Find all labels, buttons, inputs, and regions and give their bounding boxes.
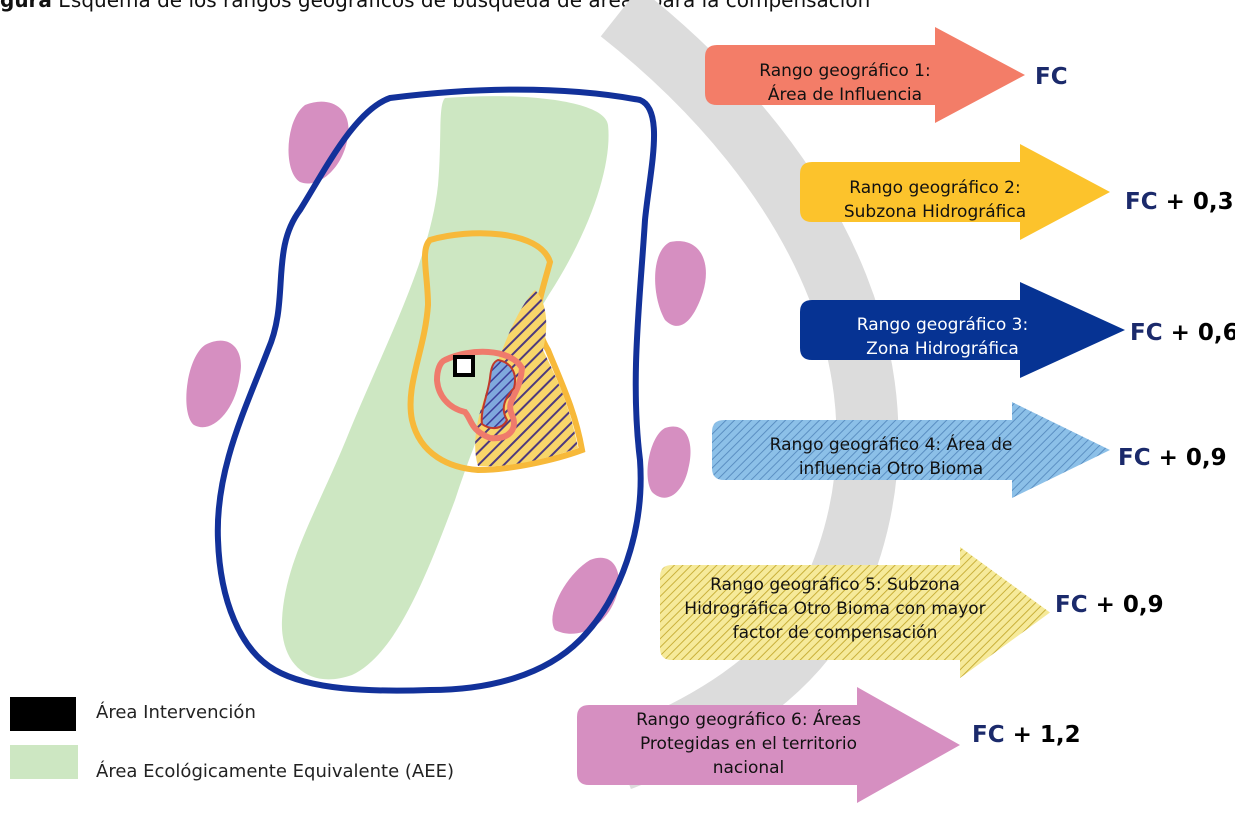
arrow-shape <box>800 282 1125 378</box>
legend-swatch-intervencion <box>10 697 76 731</box>
arrow-label-line: factor de compensación <box>733 623 938 643</box>
arrow-shape <box>705 27 1025 123</box>
arrow-label-line: Rango geográfico 6: Áreas <box>636 708 861 730</box>
arrow-shape <box>712 402 1110 498</box>
legend-swatch-aee <box>10 745 78 779</box>
arrow-label-line: Área de Influencia <box>768 83 922 105</box>
arrow-label-line: Rango geográfico 5: Subzona <box>710 575 960 595</box>
arrow-label-line: influencia Otro Bioma <box>799 459 983 479</box>
fc-factor-label: FC <box>1035 64 1068 90</box>
arrow-label-line: Protegidas en el territorio <box>640 734 857 754</box>
arrow-label-line: Subzona Hidrográfica <box>844 202 1026 222</box>
arrow-rango-4: Rango geográfico 4: Área de influencia Ot… <box>712 402 1227 498</box>
arrow-label-line: nacional <box>713 758 785 778</box>
arrows-group: Rango geográfico 1:Área de InfluenciaFCR… <box>577 27 1235 803</box>
figure-caption: gura Esquema de los rangos geográficos d… <box>0 0 1235 12</box>
fc-factor-label: FC + 0,3 <box>1125 189 1234 215</box>
area-influencia-boundary <box>433 348 526 442</box>
arrow-label-line: Rango geográfico 1: <box>759 61 930 81</box>
arrow-rango-5: Rango geográfico 5: SubzonaHidrográfica … <box>660 547 1164 678</box>
caption-text: Esquema de los rangos geográficos de bús… <box>51 0 871 12</box>
fc-factor-label: FC + 1,2 <box>972 722 1081 748</box>
legend-label-intervencion: Área Intervención <box>96 702 256 723</box>
arrow-label-line: Rango geográfico 2: <box>849 178 1020 198</box>
fc-factor-label: FC + 0,9 <box>1118 445 1227 471</box>
arrow-label-line: Rango geográfico 3: <box>857 315 1028 335</box>
protected-area-patch <box>655 241 706 326</box>
arrow-label-line: Zona Hidrográfica <box>866 339 1019 359</box>
protected-area-patch <box>288 101 349 184</box>
protected-area-patch <box>186 340 241 428</box>
fc-factor-label: FC + 0,9 <box>1055 592 1164 618</box>
legend-label-aee: Área Ecológicamente Equivalente (AEE) <box>96 761 454 782</box>
protected-area-patch <box>647 426 691 498</box>
intervention-area-square <box>453 355 475 377</box>
arrow-shape <box>800 144 1110 240</box>
arrow-shape <box>660 547 1050 678</box>
zona-hidrografica-boundary <box>214 86 658 694</box>
inner-hatched-area <box>480 358 516 430</box>
fc-factor-label: FC + 0,6 <box>1130 320 1235 346</box>
caption-prefix: gura <box>0 0 52 12</box>
subzona-hidrografica-boundary <box>407 230 586 474</box>
arrow-rango-1: Rango geográfico 1:Área de Influencia FC <box>705 27 1068 123</box>
arrow-label-line: Hidrográfica Otro Bioma con mayor <box>684 599 985 619</box>
arrow-rango-2: Rango geográfico 2: Subzona Hidrográfica F… <box>800 144 1234 240</box>
arrow-rango-3: Rango geográfico 3: Zona Hidrográfica FC +… <box>800 282 1235 378</box>
arrow-shape <box>577 687 960 803</box>
arrow-label-line: Rango geográfico 4: Área de <box>770 433 1013 455</box>
